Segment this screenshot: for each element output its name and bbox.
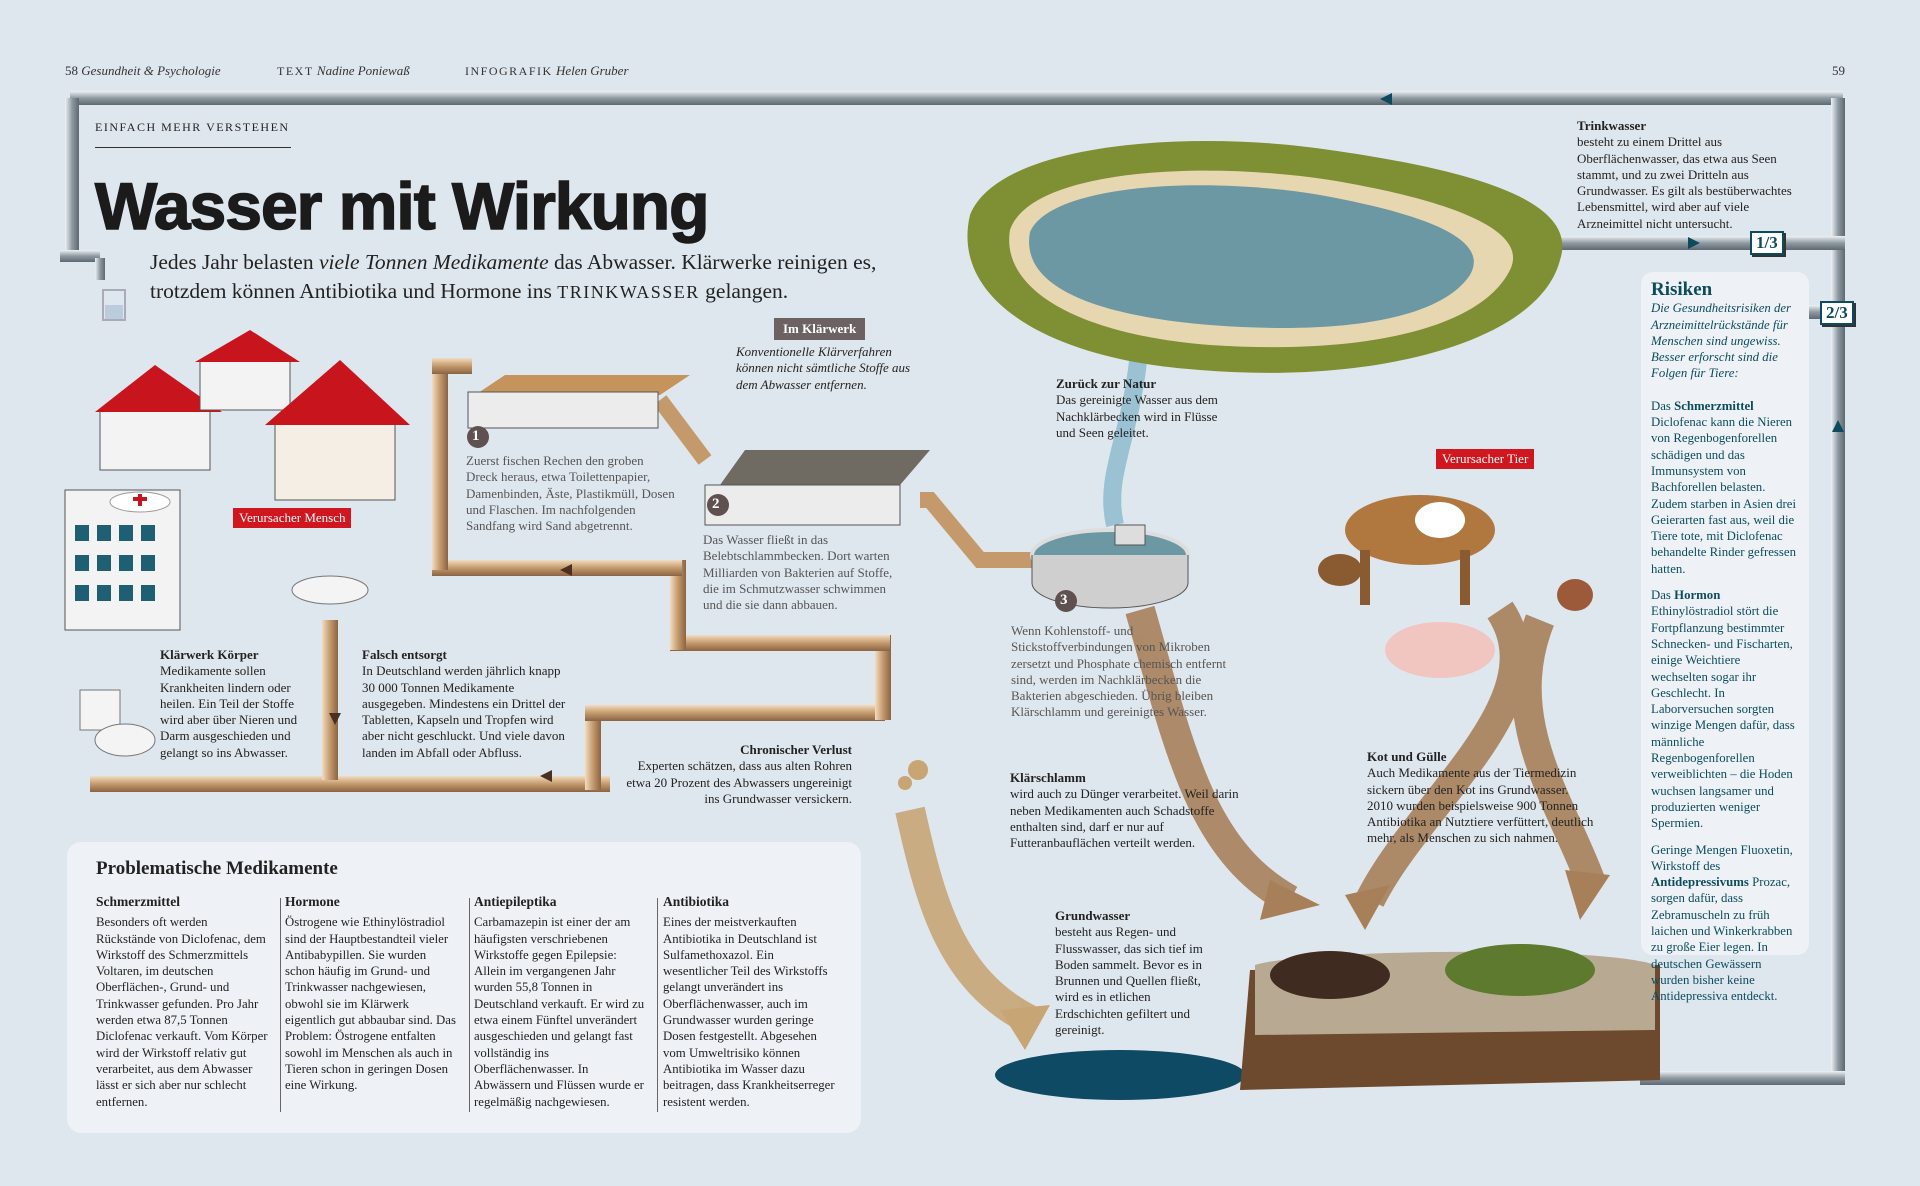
- section-name: Gesundheit & Psychologie: [81, 63, 221, 78]
- label-verursacher-mensch: Verursacher Mensch: [233, 508, 352, 528]
- page-title: Wasser mit Wirkung: [94, 168, 710, 244]
- badge-one-third: 1/3: [1750, 231, 1784, 255]
- divider: [280, 898, 281, 1112]
- medications-box-title: Problematische Medikamente: [96, 858, 338, 879]
- author-credit: TEXT Nadine Poniewaß: [277, 63, 410, 78]
- risks-intro: Die Gesundheitsrisiken der Arzneimittelr…: [1651, 301, 1792, 381]
- step-1-number: 1: [472, 428, 480, 444]
- divider: [657, 898, 658, 1112]
- sludge-arrows: [895, 601, 1605, 1034]
- medications-box: Problematische Medikamente Schmerzmittel…: [67, 842, 861, 1133]
- risks-title: Risiken: [1651, 279, 1713, 300]
- label-verursacher-tier: Verursacher Tier: [1436, 449, 1535, 469]
- risk-item: Geringe Mengen Fluoxetin, Wirkstoff des …: [1651, 842, 1793, 1004]
- step-2-text: Das Wasser fließt in das Belebtschlammbe…: [703, 532, 893, 613]
- farm-animals: [1318, 495, 1593, 678]
- klaerwerk-note: Konventionelle Klärverfahren können nich…: [736, 344, 911, 392]
- divider: [469, 898, 470, 1112]
- subtitle: Jedes Jahr belasten viele Tonnen Medikam…: [150, 250, 877, 303]
- step-3-number: 3: [1060, 592, 1068, 608]
- page-number-left: 58: [65, 63, 78, 78]
- copper-sewer-pipes: [90, 358, 1040, 792]
- risk-item: Das Schmerzmittel Diclofenac kann die Ni…: [1651, 398, 1796, 576]
- running-header: 58 Gesundheit & Psychologie: [65, 63, 221, 79]
- houses-illustration: [64, 330, 410, 757]
- treatment-tanks: [467, 259, 1190, 612]
- step-1-text: Zuerst fischen Rechen den groben Dreck h…: [466, 453, 675, 534]
- risks-sidebar: Risiken Die Gesundheitsrisiken der Arzne…: [1641, 272, 1809, 1003]
- badge-two-thirds: 2/3: [1820, 301, 1854, 325]
- step-3-text: Wenn Kohlenstoff- und Stickstoffverbindu…: [1011, 623, 1227, 720]
- page-number-right: 59: [1832, 63, 1845, 78]
- graphic-credit: INFOGRAFIK Helen Gruber: [465, 63, 629, 78]
- kicker: EINFACH MEHR VERSTEHEN: [95, 120, 291, 148]
- step-2-number: 2: [712, 496, 720, 512]
- ground-layers: [995, 944, 1660, 1100]
- risk-item: Das Hormon Ethinylöstradiol stört die Fo…: [1651, 588, 1795, 831]
- label-im-klaerwerk: Im Klärwerk: [774, 318, 866, 340]
- lake-illustration: [967, 141, 1563, 373]
